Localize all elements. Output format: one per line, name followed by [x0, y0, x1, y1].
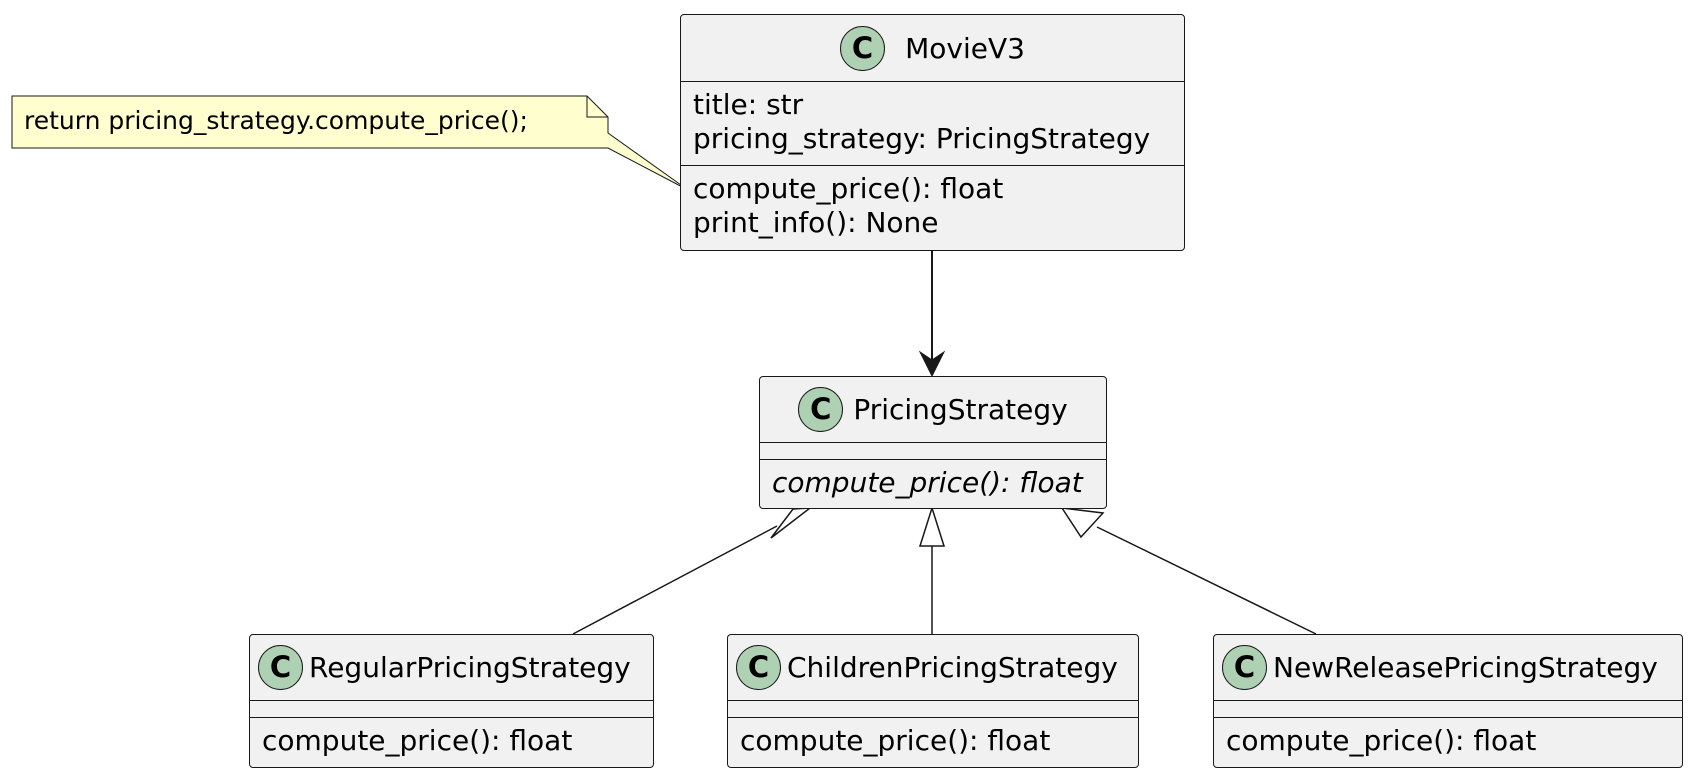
class-moviev3-header: C MovieV3	[681, 15, 1184, 82]
class-name: NewReleasePricingStrategy	[1273, 651, 1658, 684]
inheritance-arrowhead-regular	[770, 507, 813, 539]
abstract-method: compute_price(): float	[772, 466, 1083, 499]
class-regularpricingstrategy-header: C RegularPricingStrategy	[250, 635, 653, 701]
class-icon: C	[840, 25, 886, 71]
class-icon: C	[258, 645, 303, 690]
class-childrenpricingstrategy-attributes	[728, 701, 1138, 718]
class-regularpricingstrategy-attributes	[250, 701, 653, 718]
class-newreleasepricingstrategy-methods: compute_price(): float	[1214, 718, 1682, 767]
class-moviev3: C MovieV3 title: str pricing_strategy: P…	[680, 14, 1185, 251]
class-icon: C	[1222, 645, 1267, 690]
association-arrowhead	[918, 350, 946, 378]
class-name: RegularPricingStrategy	[309, 651, 631, 684]
inheritance-line-regular	[572, 525, 778, 635]
inheritance-line-newrelease	[1096, 526, 1317, 635]
method: compute_price(): float	[262, 724, 573, 757]
class-pricingstrategy-methods: compute_price(): float	[760, 460, 1106, 508]
class-childrenpricingstrategy-methods: compute_price(): float	[728, 718, 1138, 767]
class-regularpricingstrategy: C RegularPricingStrategy compute_price()…	[249, 634, 654, 768]
note-shape	[11, 95, 689, 191]
class-childrenpricingstrategy: C ChildrenPricingStrategy compute_price(…	[727, 634, 1139, 768]
class-pricingstrategy-attributes	[760, 443, 1106, 460]
class-name: ChildrenPricingStrategy	[787, 651, 1118, 684]
inheritance-arrowhead-newrelease	[1060, 507, 1105, 539]
note-fold	[586, 96, 608, 118]
method: print_info(): None	[693, 206, 939, 239]
method: compute_price(): float	[693, 172, 1004, 205]
note-text: return pricing_strategy.compute_price();	[24, 106, 528, 135]
attribute: title: str	[693, 88, 804, 121]
inheritance-arrowhead-children	[918, 505, 946, 547]
class-pricingstrategy: C PricingStrategy compute_price(): float	[759, 376, 1107, 509]
class-regularpricingstrategy-methods: compute_price(): float	[250, 718, 653, 767]
class-icon: C	[798, 387, 844, 432]
class-moviev3-attributes: title: str pricing_strategy: PricingStra…	[681, 82, 1184, 166]
class-newreleasepricingstrategy: C NewReleasePricingStrategy compute_pric…	[1213, 634, 1683, 768]
class-newreleasepricingstrategy-header: C NewReleasePricingStrategy	[1214, 635, 1682, 701]
class-icon: C	[736, 645, 781, 690]
class-childrenpricingstrategy-header: C ChildrenPricingStrategy	[728, 635, 1138, 701]
method: compute_price(): float	[1226, 724, 1537, 757]
method: compute_price(): float	[740, 724, 1051, 757]
class-name: PricingStrategy	[853, 393, 1068, 426]
attribute: pricing_strategy: PricingStrategy	[693, 122, 1151, 155]
class-newreleasepricingstrategy-attributes	[1214, 701, 1682, 718]
class-name: MovieV3	[905, 31, 1025, 65]
class-moviev3-methods: compute_price(): float print_info(): Non…	[681, 166, 1184, 250]
class-pricingstrategy-header: C PricingStrategy	[760, 377, 1106, 443]
